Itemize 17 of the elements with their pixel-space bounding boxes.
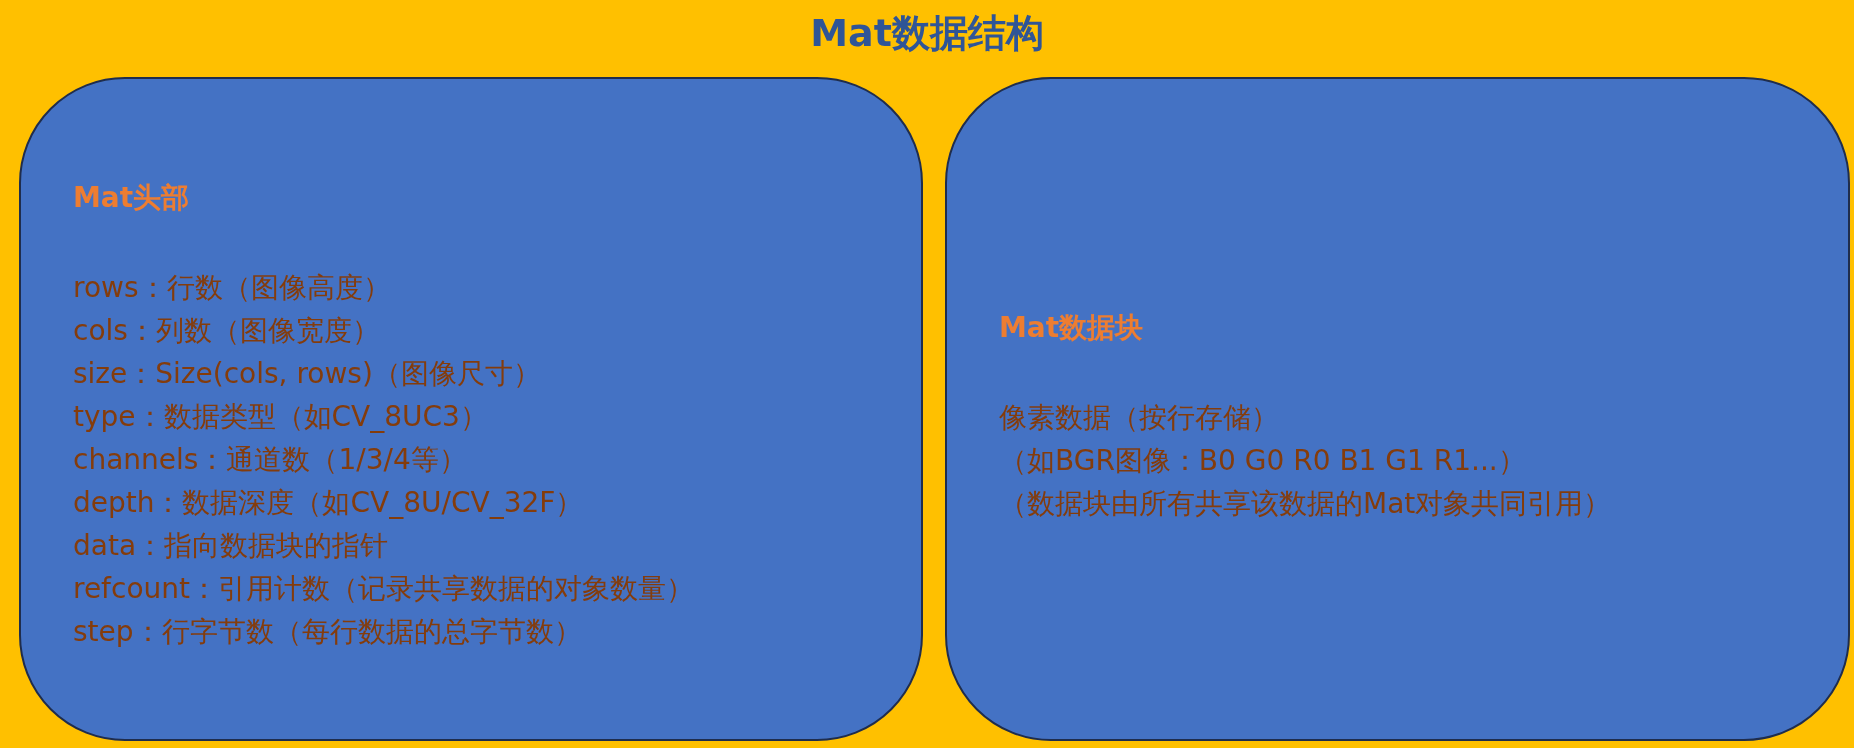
field-description: cols：列数（图像宽度） [73, 313, 380, 349]
section-heading: Mat头部 [73, 180, 190, 216]
field-description: data：指向数据块的指针 [73, 528, 389, 564]
description-line: （如BGR图像：B0 G0 R0 B1 G1 R1...） [999, 443, 1526, 479]
field-description: channels：通道数（1/3/4等） [73, 442, 467, 478]
diagram-title: Mat数据结构 [810, 11, 1044, 55]
field-description: size：Size(cols, rows)（图像尺寸） [73, 356, 541, 392]
field-description: depth：数据深度（如CV_8U/CV_32F） [73, 485, 584, 521]
field-description: type：数据类型（如CV_8UC3） [73, 399, 488, 435]
rounded-panel [945, 77, 1850, 741]
description-line: 像素数据（按行存储） [999, 400, 1279, 436]
rounded-panel [19, 77, 923, 741]
field-description: rows：行数（图像高度） [73, 270, 391, 306]
field-description: refcount：引用计数（记录共享数据的对象数量） [73, 571, 694, 607]
field-description: step：行字节数（每行数据的总字节数） [73, 614, 582, 650]
section-heading: Mat数据块 [999, 310, 1144, 346]
description-line: （数据块由所有共享该数据的Mat对象共同引用） [999, 486, 1612, 522]
